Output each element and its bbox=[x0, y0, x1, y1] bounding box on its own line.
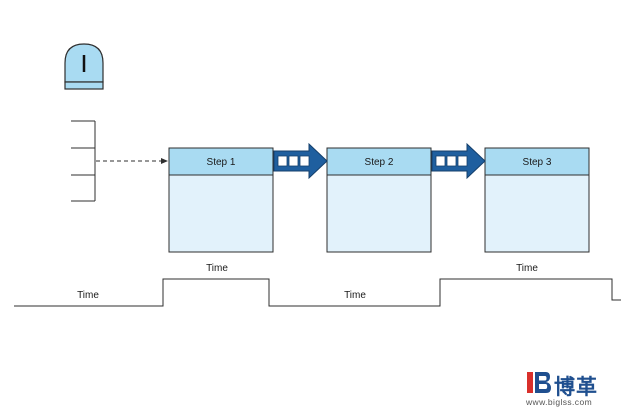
brand-name: 博革 bbox=[554, 375, 598, 399]
process-step-2: Step 2 bbox=[326, 147, 432, 253]
schedule-list-icon bbox=[71, 120, 96, 202]
brand-logo-icon bbox=[527, 372, 551, 393]
process-step-3: Step 3 bbox=[484, 147, 590, 253]
information-flow-arrow bbox=[96, 158, 168, 164]
step-2-label: Step 2 bbox=[365, 157, 394, 168]
push-arrow-icon bbox=[273, 142, 328, 180]
timeline-label-step3: Time bbox=[516, 263, 538, 274]
timeline-label-middle: Time bbox=[344, 290, 366, 301]
timeline: Time Time Time Time bbox=[14, 263, 621, 307]
brand-watermark: 博革 www.biglss.com bbox=[526, 370, 618, 407]
timeline-label-step1: Time bbox=[206, 263, 228, 274]
step-1-label: Step 1 bbox=[207, 157, 236, 168]
timeline-label-left: Time bbox=[77, 290, 99, 301]
process-step-1: Step 1 bbox=[168, 147, 274, 253]
step-3-label: Step 3 bbox=[523, 157, 552, 168]
push-arrow-icon bbox=[431, 142, 486, 180]
production-control-icon bbox=[64, 43, 104, 90]
brand-url: www.biglss.com bbox=[526, 397, 593, 407]
